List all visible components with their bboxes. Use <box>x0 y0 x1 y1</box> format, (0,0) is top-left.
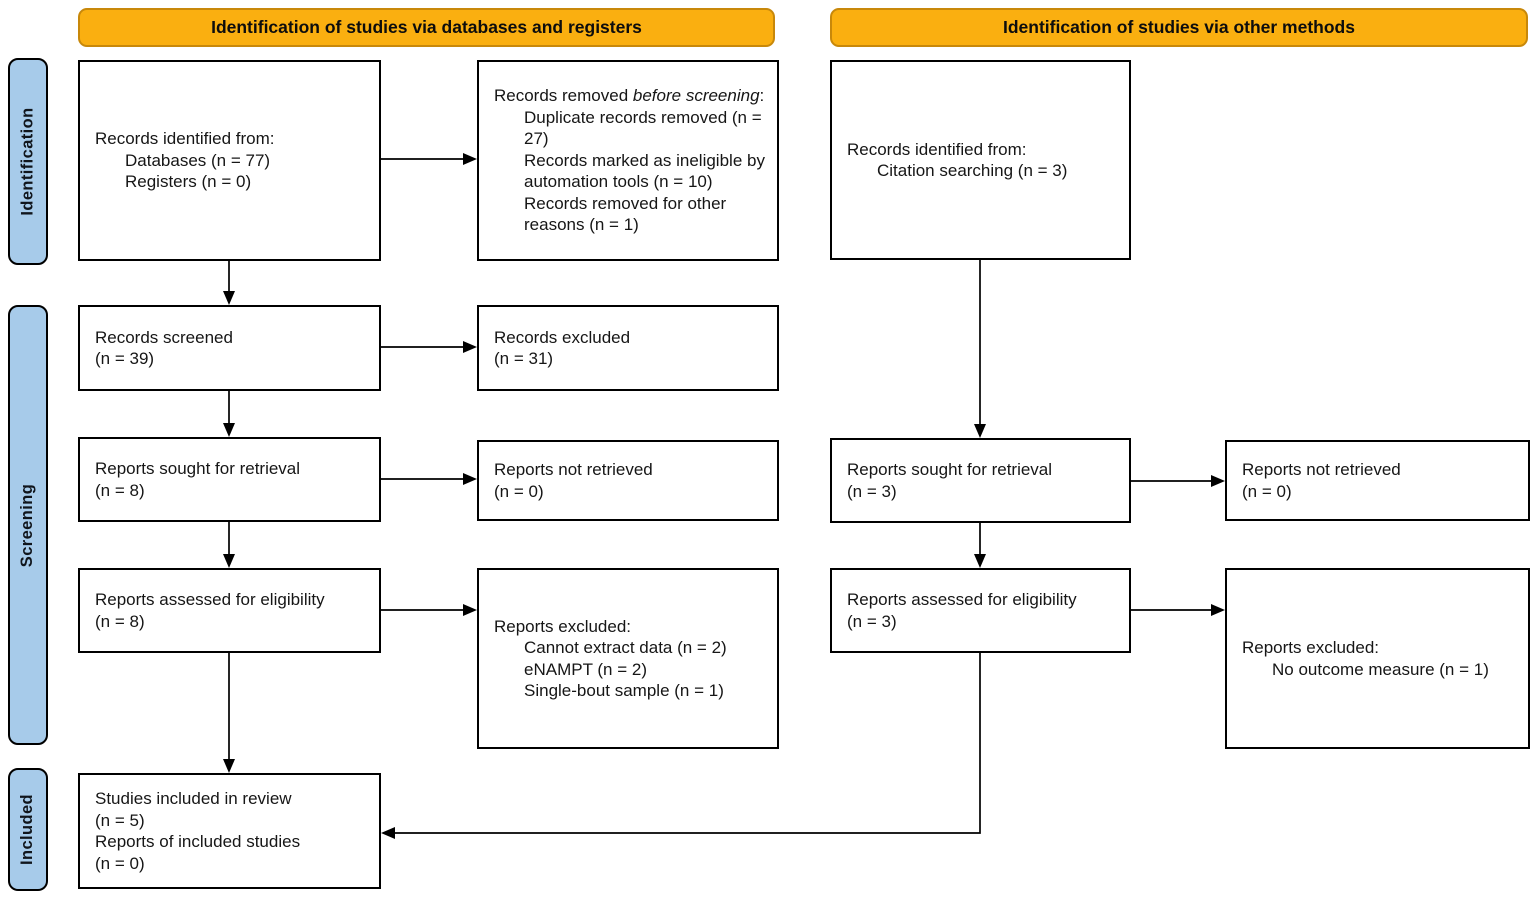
arrow-screened-to-sought-db <box>223 391 235 437</box>
banner-databases-label: Identification of studies via databases … <box>211 17 642 37</box>
text-line: Reports of included studies <box>95 832 301 851</box>
text-line: Records excluded <box>494 327 631 347</box>
box-records-identified-databases: Records identified from: Databases (n = … <box>78 60 381 261</box>
text-line: Single-bout sample (n = 1) <box>524 681 724 700</box>
banner-other-methods: Identification of studies via other meth… <box>830 8 1528 47</box>
box-reports-excluded-other: Reports excluded: No outcome measure (n … <box>1225 568 1530 749</box>
arrow-assessed-to-excluded-other <box>1131 604 1225 616</box>
italic-before-screening: before screening <box>632 86 760 106</box>
arrow-assessed-to-included <box>223 653 235 773</box>
text-line: (n = 0) <box>494 481 544 501</box>
arrow-sought-to-notretrieved-db <box>381 473 477 485</box>
text-line: Records identified from: <box>847 139 1027 159</box>
text-line: (n = 3) <box>847 611 897 631</box>
box-records-screened: Records screened (n = 39) <box>78 305 381 391</box>
stage-identification-text: Identification <box>18 107 37 216</box>
box-reports-sought-other: Reports sought for retrieval (n = 3) <box>830 438 1131 523</box>
box-studies-included: Studies included in review (n = 5) Repor… <box>78 773 381 889</box>
text-line: eNAMPT (n = 2) <box>524 659 647 679</box>
stage-label-identification: Identification <box>8 58 48 265</box>
text-line: Cannot extract data (n = 2) <box>524 638 727 657</box>
banner-other-label: Identification of studies via other meth… <box>1003 17 1355 37</box>
arrow-identified-to-screened <box>223 261 235 305</box>
text-line: Reports not retrieved <box>494 460 653 479</box>
text-line: (n = 3) <box>847 481 897 501</box>
arrow-sought-to-assessed-db <box>223 522 235 568</box>
arrow-sought-to-notretrieved-other <box>1131 475 1225 487</box>
text-line: Records removed before screening: <box>494 86 765 106</box>
arrow-identified-to-removed <box>381 153 477 165</box>
box-records-removed-before-screening: Records removed before screening: Duplic… <box>477 60 779 261</box>
text-line: (n = 0) <box>1242 481 1292 501</box>
stage-label-screening: Screening <box>8 305 48 745</box>
text-line: Reports assessed for eligibility <box>95 590 325 609</box>
stage-included-text: Included <box>18 793 37 866</box>
text-line: Records removed for other reasons (n = 1… <box>524 193 727 235</box>
text-line: Records screened <box>95 327 233 347</box>
box-reports-assessed-other: Reports assessed for eligibility (n = 3) <box>830 568 1131 653</box>
text-line: Reports excluded: <box>494 616 632 636</box>
text-line: Duplicate records removed (n = 27) <box>524 107 762 149</box>
arrow-sought-to-assessed-other <box>974 523 986 568</box>
text-line: (n = 0) <box>95 853 145 873</box>
stage-screening-text: Screening <box>18 483 37 567</box>
text-line: Reports not retrieved <box>1242 460 1401 479</box>
box-reports-assessed-databases: Reports assessed for eligibility (n = 8) <box>78 568 381 653</box>
text-line: Registers (n = 0) <box>125 172 252 192</box>
text-line: Databases (n = 77) <box>125 150 271 170</box>
text-line: Records identified from: <box>95 129 275 149</box>
text-line: Reports excluded: <box>1242 638 1380 657</box>
arrow-assessed-to-excluded-db <box>381 604 477 616</box>
text-line: (n = 5) <box>95 810 145 830</box>
box-reports-not-retrieved-databases: Reports not retrieved (n = 0) <box>477 440 779 521</box>
text-line: Citation searching (n = 3) <box>877 161 1068 180</box>
text-line: Reports sought for retrieval <box>847 460 1053 479</box>
text-line: Records marked as ineligible by automati… <box>524 150 765 192</box>
text-line: (n = 8) <box>95 480 145 500</box>
arrow-screened-to-excluded <box>381 341 477 353</box>
text-line: No outcome measure (n = 1) <box>1272 659 1489 679</box>
text-line: Studies included in review <box>95 789 292 808</box>
box-reports-excluded-databases: Reports excluded: Cannot extract data (n… <box>477 568 779 749</box>
banner-databases-registers: Identification of studies via databases … <box>78 8 775 47</box>
box-records-excluded: Records excluded (n = 31) <box>477 305 779 391</box>
text-line: Reports sought for retrieval <box>95 459 301 478</box>
text-line: (n = 31) <box>494 349 554 368</box>
stage-label-included: Included <box>8 768 48 891</box>
text-line: (n = 39) <box>95 349 155 368</box>
box-records-identified-citation: Records identified from: Citation search… <box>830 60 1131 260</box>
text-line: (n = 8) <box>95 611 145 631</box>
arrow-citation-to-sought <box>974 260 986 438</box>
text-line: Reports assessed for eligibility <box>847 590 1077 609</box>
box-reports-sought-databases: Reports sought for retrieval (n = 8) <box>78 437 381 522</box>
box-reports-not-retrieved-other: Reports not retrieved (n = 0) <box>1225 440 1530 521</box>
